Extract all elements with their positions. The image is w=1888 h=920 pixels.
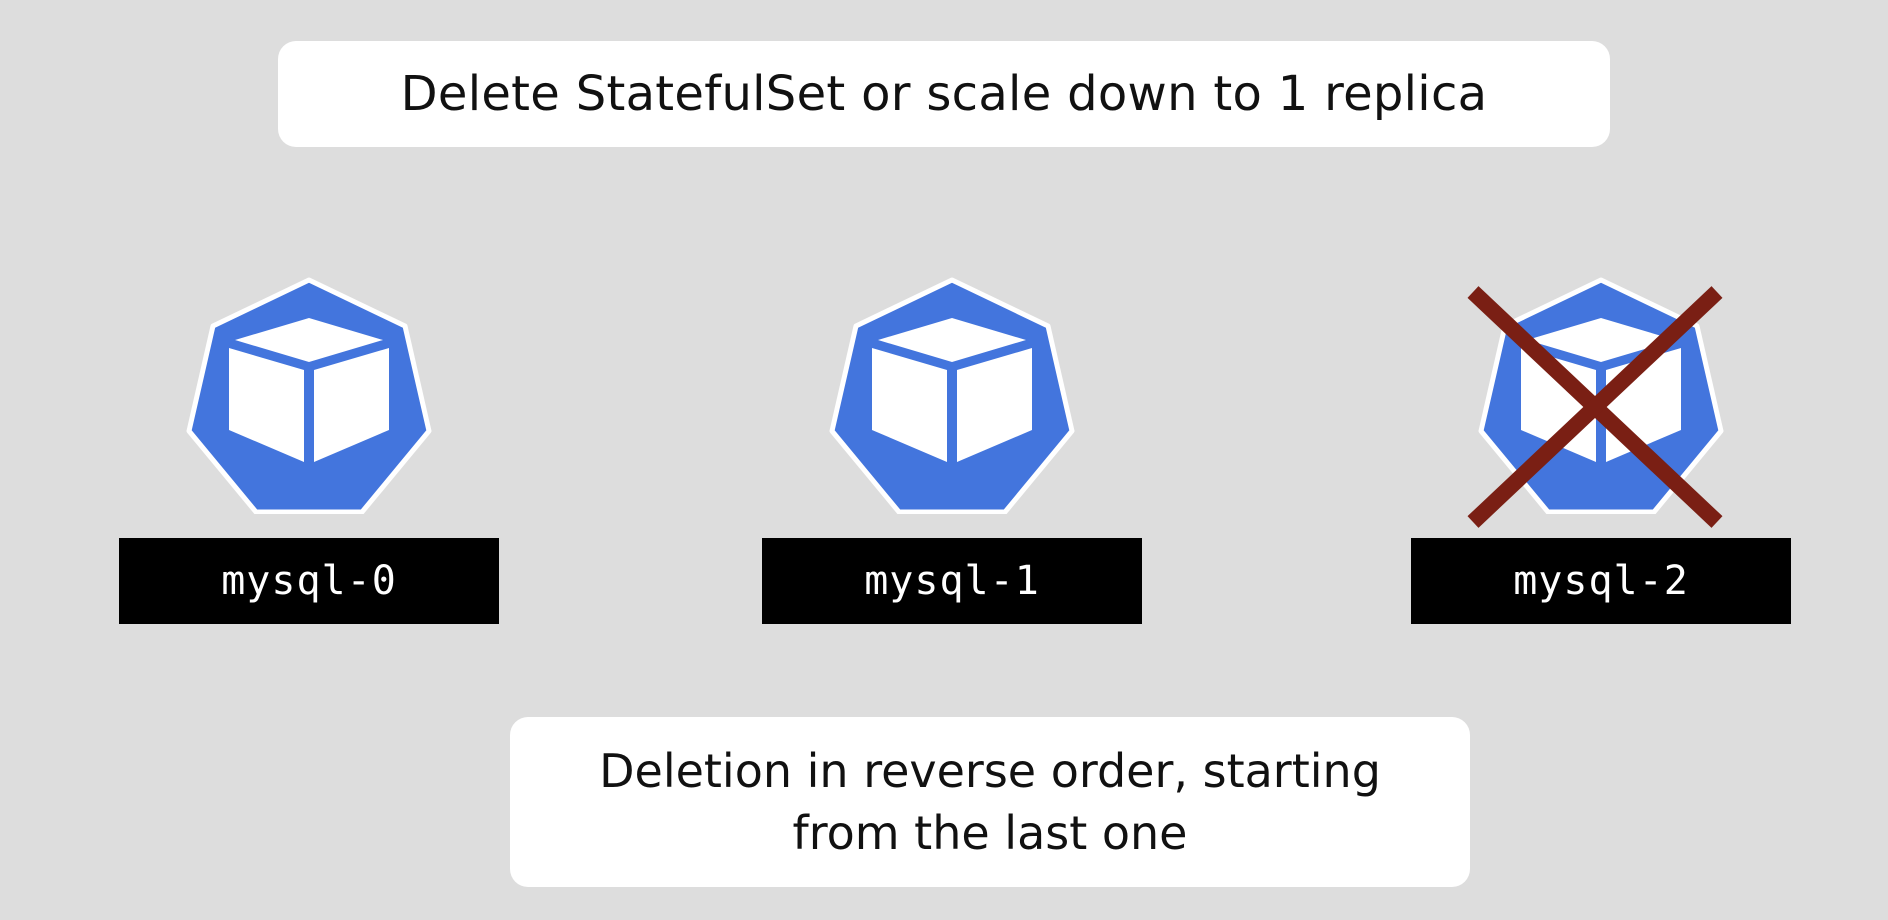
pod-name: mysql-2 [1513,558,1689,604]
pod-name: mysql-1 [864,558,1040,604]
pod-cube-icon [186,277,432,514]
note-box: Deletion in reverse order, starting from… [510,717,1470,887]
pod-cube-icon [829,277,1075,514]
delete-cross-icon [1467,286,1723,528]
pod-name: mysql-0 [221,558,397,604]
pod-mysql-0: mysql-0 [119,274,499,624]
slide-title: Delete StatefulSet or scale down to 1 re… [400,66,1488,122]
pod-label: mysql-1 [762,538,1142,624]
pod-label: mysql-0 [119,538,499,624]
pod-mysql-2: mysql-2 [1411,274,1791,624]
deletion-note: Deletion in reverse order, starting from… [599,744,1381,860]
title-box: Delete StatefulSet or scale down to 1 re… [278,41,1610,147]
pod-label: mysql-2 [1411,538,1791,624]
pod-mysql-1: mysql-1 [762,274,1142,624]
